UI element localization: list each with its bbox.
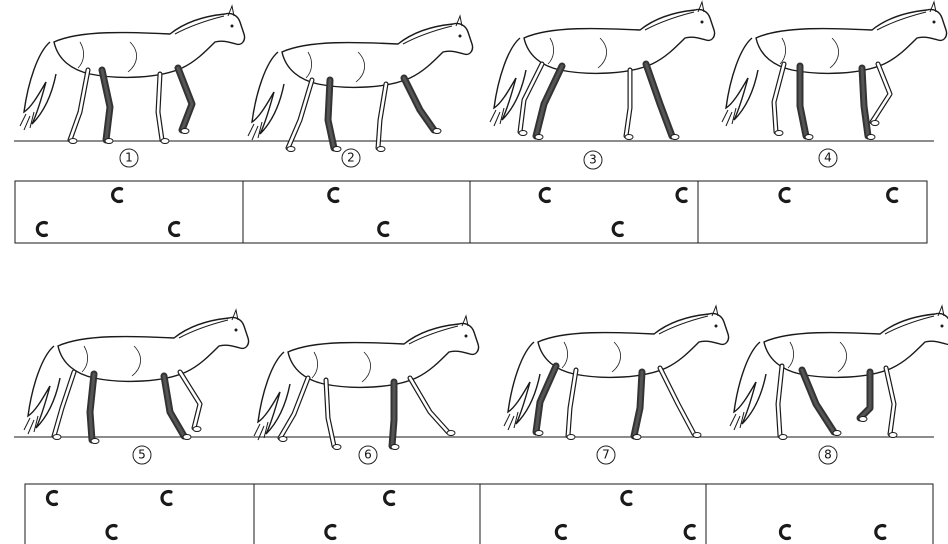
hoof	[69, 139, 77, 144]
footfall-strip-row2	[25, 484, 933, 544]
hoof	[867, 135, 875, 140]
hoofprint-icon	[780, 189, 789, 202]
hoof	[889, 433, 897, 438]
hoofprint-icon	[329, 189, 338, 202]
hoofprint-icon	[113, 189, 122, 202]
hoofprint-icon	[613, 223, 622, 236]
horse-frame-1	[20, 6, 245, 144]
hoof	[287, 147, 295, 152]
hoofprint-icon	[677, 189, 686, 202]
frame-number-6: 6	[359, 446, 378, 465]
hoofprint-icon	[107, 526, 116, 539]
hoof	[105, 139, 113, 144]
hoofprint-icon	[540, 189, 549, 202]
hoof	[859, 417, 867, 422]
hoof	[693, 433, 701, 438]
horse-frame-7	[504, 306, 729, 440]
hoof	[391, 445, 399, 450]
horse-frame-4	[722, 2, 947, 140]
hoof	[871, 121, 879, 126]
frame-number-3: 3	[584, 151, 603, 170]
hoofprint-icon	[47, 491, 56, 504]
hoof	[91, 439, 99, 444]
hoof	[333, 445, 341, 450]
hoof	[161, 139, 169, 144]
horse-frame-6	[254, 316, 479, 450]
hoofprint-icon	[685, 526, 694, 539]
hoofprint-icon	[170, 223, 179, 236]
frame-number-5: 5	[133, 446, 152, 465]
frame-number-8: 8	[819, 446, 838, 465]
hoofprint-icon	[326, 526, 335, 539]
hoof	[567, 435, 575, 440]
horse-frame-8	[730, 306, 948, 440]
hoof	[519, 131, 527, 136]
hoofprint-icon	[385, 492, 394, 505]
hoofprint-icon	[888, 189, 897, 202]
hoof	[377, 147, 385, 152]
hoof	[447, 431, 455, 436]
hoofprint-icon	[780, 526, 789, 539]
hoofprint-icon	[379, 223, 388, 236]
hoof	[183, 435, 191, 440]
hoofprint-icon	[556, 526, 565, 539]
horse-frame-5	[24, 310, 249, 444]
hoofprint-icon	[162, 492, 171, 505]
hoof	[633, 435, 641, 440]
hoof	[181, 129, 189, 134]
hoofprint-icon	[876, 526, 885, 539]
hoof	[805, 135, 813, 140]
hoof	[833, 431, 841, 436]
horse-frame-2	[248, 16, 473, 152]
footfall-strip-row1	[15, 181, 927, 243]
hoof	[193, 427, 201, 432]
hoof	[279, 437, 287, 442]
hoof	[779, 435, 787, 440]
hoofprint-icon	[37, 223, 46, 236]
frame-number-2: 2	[342, 149, 361, 168]
hoof	[433, 129, 441, 134]
frame-number-7: 7	[597, 446, 616, 465]
hoof	[625, 135, 633, 140]
horse-frame-3	[490, 2, 715, 140]
hoof	[775, 131, 783, 136]
hoof	[535, 135, 543, 140]
hoof	[535, 431, 543, 436]
hoof	[333, 147, 341, 152]
hoof	[671, 135, 679, 140]
hoofprint-icon	[622, 491, 631, 504]
hoof	[53, 435, 61, 440]
frame-number-1: 1	[120, 149, 139, 168]
frame-number-4: 4	[819, 149, 838, 168]
